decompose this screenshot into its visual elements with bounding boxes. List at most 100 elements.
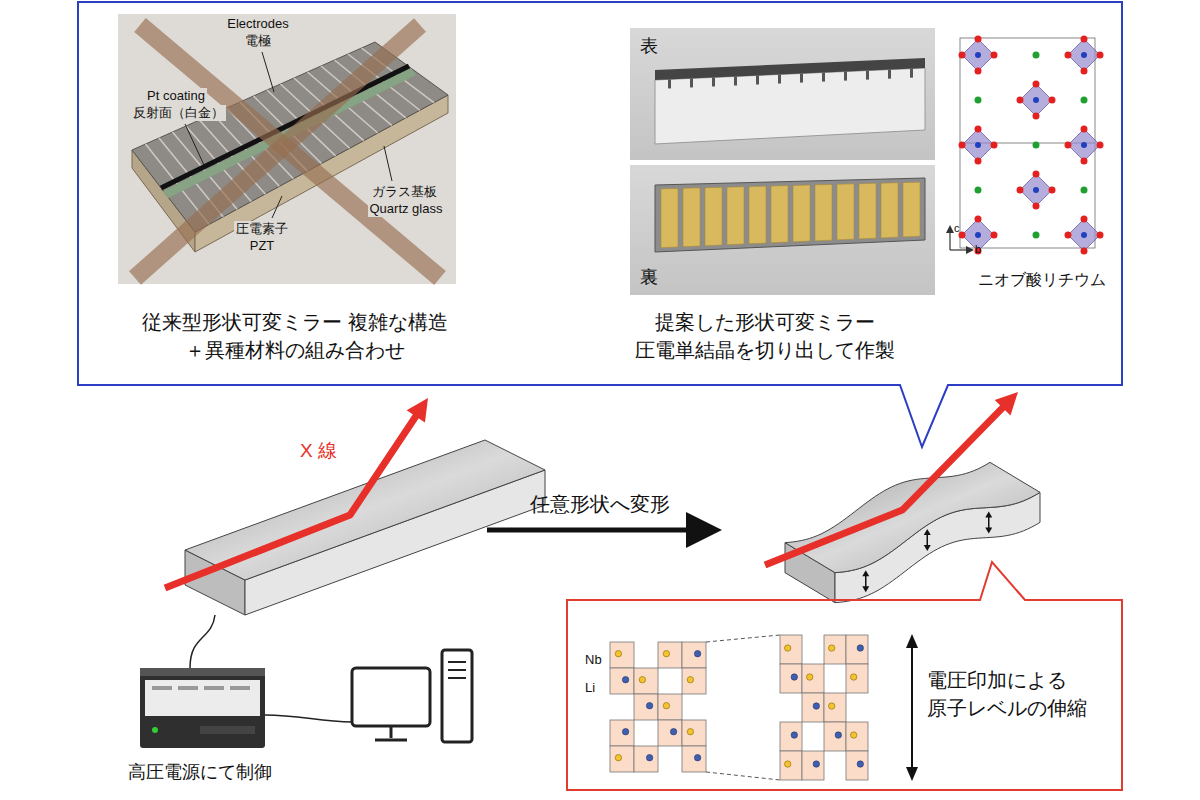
axis-label: c [954, 222, 960, 235]
proposed-mirror-back-photo [630, 165, 935, 295]
electrode-comb [668, 69, 913, 89]
gold-electrodes [705, 187, 722, 246]
power-supply-icon [152, 686, 172, 690]
computer-icon [448, 669, 466, 671]
crystal-structure [1033, 142, 1040, 149]
crystal-lattice [785, 761, 791, 767]
crystal-structure [1068, 219, 1100, 251]
crystal-structure [1049, 97, 1056, 104]
deformed-mirror [924, 545, 931, 551]
arrow-label: 任意形状へ変形 [530, 492, 670, 516]
power-supply-icon [140, 668, 265, 748]
crystal-structure [1081, 97, 1088, 104]
crystal-lattice [824, 635, 846, 664]
crystal-structure [1049, 187, 1056, 194]
deformed-mirror [985, 528, 992, 534]
crystal-lattice [813, 761, 819, 767]
x-ray-beam [995, 392, 1018, 415]
gold-electrodes [727, 187, 744, 245]
crystal-structure [1081, 216, 1088, 223]
crystal-structure [1020, 174, 1052, 206]
gold-electrodes [749, 186, 766, 244]
crystal-structure [1081, 52, 1087, 58]
computer-icon [352, 668, 430, 726]
crystal-lattice [802, 693, 824, 722]
cable [190, 615, 215, 668]
material-label: ニオブ酸リチウム [978, 270, 1106, 289]
crystal-lattice [663, 703, 669, 709]
leader-line [185, 124, 204, 165]
crystal-structure [946, 225, 954, 233]
gold-electrodes [859, 183, 876, 239]
crystal-structure [959, 232, 966, 239]
device-label: 高圧電源にて制御 [128, 760, 272, 785]
crystal-structure [975, 36, 982, 43]
proposed-mirror-front-photo [630, 28, 935, 160]
beam-label: X 線 [300, 440, 337, 463]
crystal-lattice [694, 651, 700, 657]
crystal-lattice [687, 677, 693, 683]
photo-frame: 裏 [630, 165, 935, 297]
crystal-structure [950, 249, 967, 250]
part-label: Electrodes [225, 16, 290, 32]
crystal-structure [1097, 232, 1104, 239]
crystal-lattice [780, 751, 802, 780]
electrode-comb [800, 74, 803, 83]
electrode-comb [734, 76, 737, 85]
deformed-mirror [785, 462, 1040, 602]
computer-icon [352, 650, 472, 742]
crystal-lattice [622, 729, 628, 735]
crystal-structure [966, 246, 974, 254]
electrode-comb [756, 76, 759, 85]
crystal-structure [1097, 142, 1104, 149]
computer-icon [448, 677, 466, 679]
deformed-mirror [862, 570, 869, 576]
crystal-structure [975, 158, 982, 165]
caption: 提案した形状可変ミラー 圧電単結晶を切り出して作製 [633, 308, 897, 364]
x-ray-beam [165, 392, 1018, 588]
crystal-lattice [802, 751, 824, 780]
photo-label: 裏 [640, 265, 658, 290]
crystal-structure [1065, 52, 1072, 59]
deformed-mirror [924, 529, 931, 535]
crystal-lattice [639, 677, 645, 683]
power-supply-icon [230, 686, 250, 690]
gold-electrodes [815, 184, 832, 240]
crystal-structure [949, 232, 950, 250]
computer-icon [448, 661, 466, 663]
crystal-structure [1033, 187, 1039, 193]
crystal-structure [1081, 126, 1088, 133]
crystal-lattice [785, 645, 791, 651]
crystal-structure [1081, 187, 1088, 194]
crystal-structure [1065, 232, 1072, 239]
strain-arrow [911, 646, 913, 769]
crystal-lattice [846, 751, 868, 780]
dashed-guide [706, 772, 780, 780]
callout-box: 電圧印加による 原子レベルの伸縮 [567, 600, 1122, 790]
crystal-lattice [658, 694, 682, 720]
strain-arrow [906, 634, 918, 648]
computer-icon [390, 726, 393, 738]
deformed-mirror [785, 462, 1040, 572]
crystal-structure [1068, 39, 1100, 71]
crystal-lattice [857, 761, 863, 767]
computer-icon [442, 650, 472, 742]
cross-mark [135, 25, 420, 278]
crystal-lattice [829, 703, 835, 709]
transform-arrow [686, 512, 722, 548]
crystal-structure [1081, 68, 1088, 75]
conventional-mirror-photo [118, 14, 456, 284]
crystal-lattice [610, 642, 634, 668]
gold-electrodes [661, 188, 678, 247]
crystal-lattice [646, 755, 652, 761]
crystal-structure [1097, 52, 1104, 59]
crystal-lattice [857, 645, 863, 651]
part-label: 圧電素子 [234, 221, 290, 237]
power-supply-icon [140, 668, 265, 748]
crystal-structure [1081, 158, 1088, 165]
crystal-structure [991, 52, 998, 59]
crystal-lattice [646, 703, 652, 709]
crystal-structure [975, 232, 981, 238]
atom-label: Nb [585, 652, 602, 668]
